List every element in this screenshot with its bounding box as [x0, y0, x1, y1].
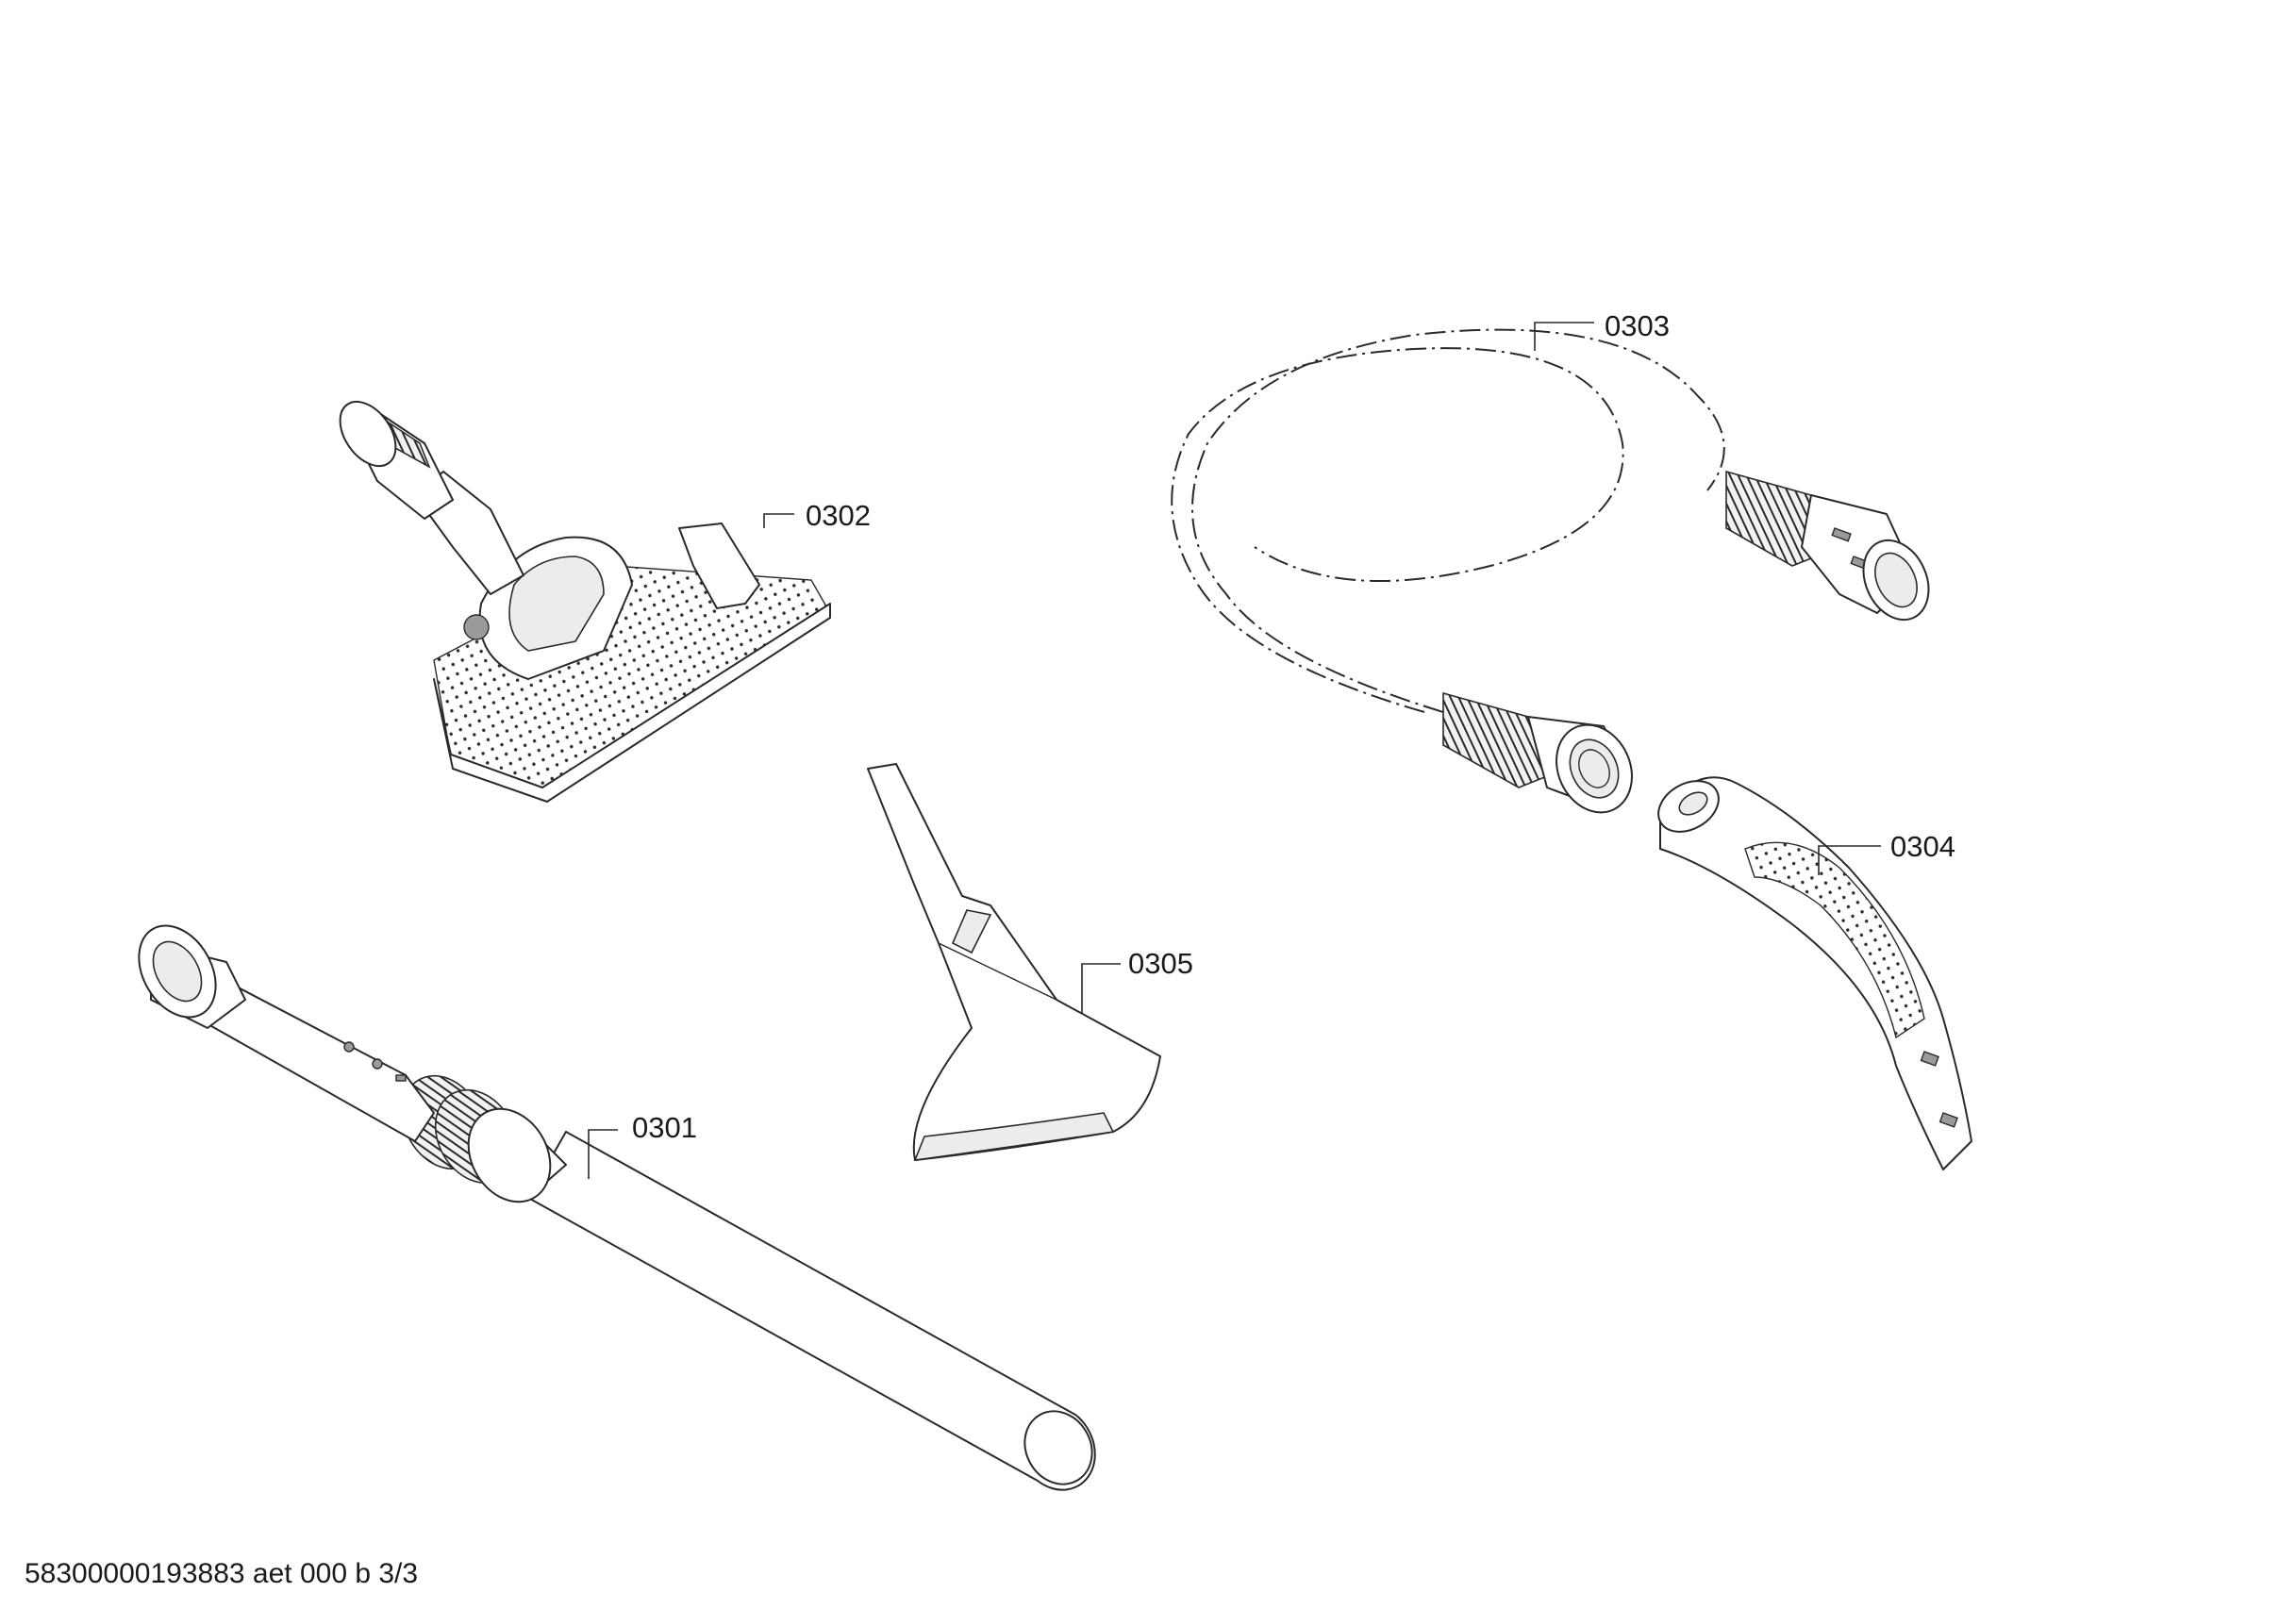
document-footer-id: 58300000193883 aet 000 b 3/3: [25, 1558, 419, 1589]
callout-leaders: [588, 322, 1881, 1179]
telescopic-tube-part: [138, 924, 1096, 1491]
upholstery-nozzle-part: [867, 763, 1161, 1161]
part-number-0302: 0302: [806, 499, 871, 532]
hose-part: [1171, 328, 1930, 814]
part-number-0304: 0304: [1890, 830, 1955, 863]
part-number-0303: 0303: [1605, 309, 1670, 342]
part-number-0305: 0305: [1128, 947, 1193, 980]
floor-nozzle-part: [339, 400, 831, 803]
part-number-0301: 0301: [632, 1111, 697, 1144]
